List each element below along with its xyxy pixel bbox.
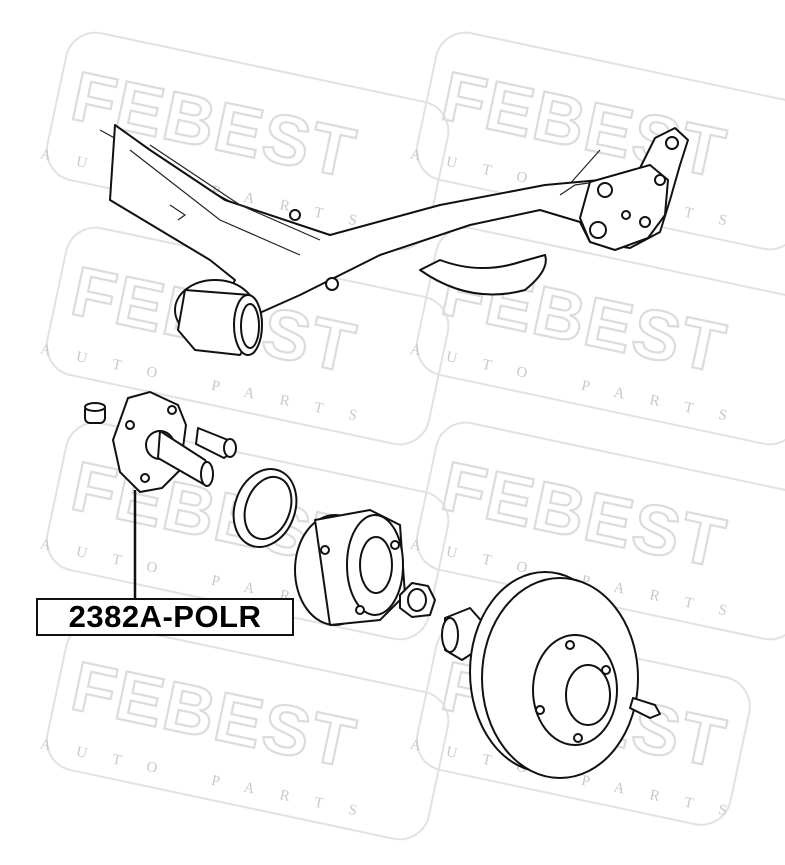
disc-screw <box>629 697 661 719</box>
wheel-hub <box>294 509 406 626</box>
watermark-7: FEBEST AUTO PARTS <box>39 621 450 841</box>
brake-disc <box>469 571 639 779</box>
abs-ring <box>232 468 298 548</box>
rear-axle-beam <box>99 124 689 356</box>
hub-nut <box>399 582 436 618</box>
stub-axle-bracket <box>84 391 237 493</box>
part-number-label: 2382A-POLR <box>36 598 294 636</box>
watermark-4: FEBEST AUTO PARTS <box>409 226 785 446</box>
